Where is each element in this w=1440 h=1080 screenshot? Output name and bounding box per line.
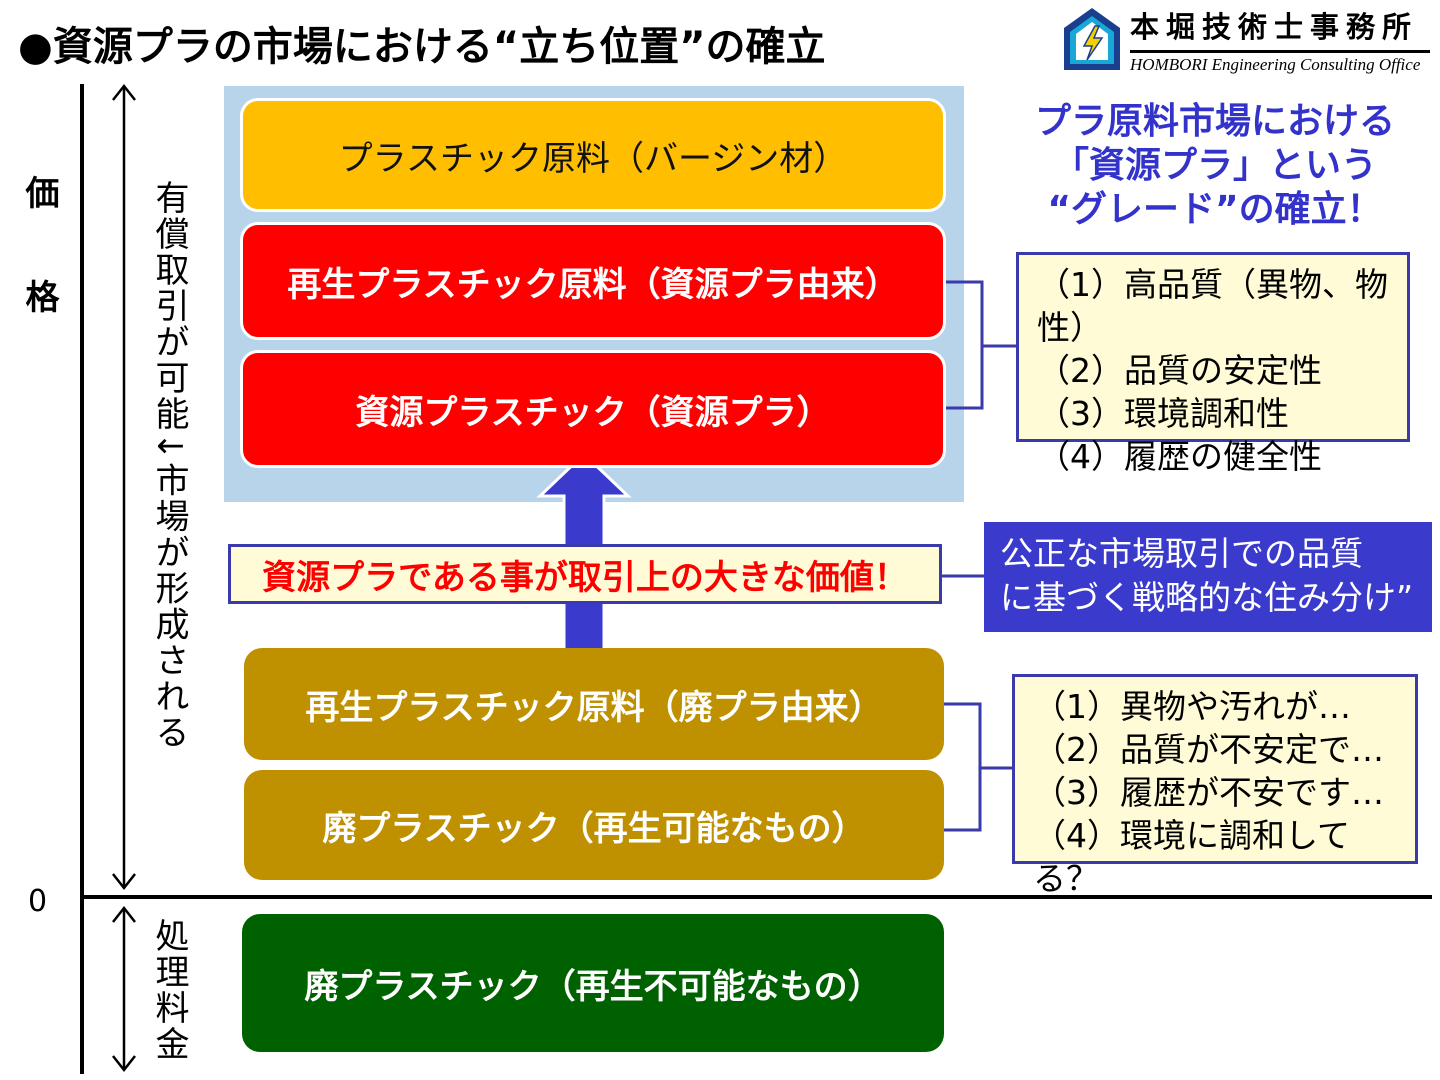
list-item: （3）履歴が不安です…: [1033, 773, 1384, 812]
upper-bracket: [946, 280, 1016, 410]
virgin-material-box: プラスチック原料（バージン材）: [240, 98, 946, 212]
lower-bracket: [944, 702, 1012, 832]
lightning-house-icon: [1062, 6, 1122, 72]
page-title: ●資源プラの市場における“立ち位置”の確立: [18, 24, 826, 70]
logo-name: 本堀技術士事務所: [1130, 10, 1419, 44]
fair-market-line: に基づく戦略的な住み分け”: [1000, 578, 1414, 617]
quality-list-bad: （1）異物や汚れが… （2）品質が不安定で… （3）履歴が不安です… （4）環境…: [1012, 674, 1418, 898]
list-item: （2）品質の安定性: [1037, 351, 1322, 390]
grade-statement: プラ原料市場における 「資源プラ」という “グレード”の確立！: [1000, 100, 1430, 232]
list-item: （1）高品質（異物、物性）: [1037, 265, 1388, 347]
fair-market-box: 公正な市場取引での品質 に基づく戦略的な住み分け”: [984, 522, 1432, 632]
fair-market-line: 公正な市場取引での品質: [1000, 534, 1363, 573]
grade-line: プラ原料市場における: [1034, 101, 1395, 142]
grade-line: 「資源プラ」という: [1052, 145, 1377, 186]
list-item: （1）異物や汚れが…: [1033, 687, 1351, 726]
price-axis-label: 価格: [19, 175, 59, 383]
logo-divider: [1130, 50, 1430, 53]
list-item: （4）環境に調和してる？: [1033, 816, 1351, 898]
lower-range-arrow: [112, 905, 136, 1073]
paid-trade-label: 有償取引が可能↓市場が形成される: [149, 180, 189, 751]
recycled-from-resource-box: 再生プラスチック原料（資源プラ由来）: [240, 222, 946, 340]
resource-plastic-box: 資源プラスチック（資源プラ）: [240, 350, 946, 468]
zero-label: 0: [28, 884, 48, 919]
value-banner: 資源プラである事が取引上の大きな価値！: [228, 544, 942, 604]
upper-range-arrow: [112, 83, 136, 891]
disposal-fee-label: 処理料金: [149, 918, 189, 1062]
list-item: （3）環境調和性: [1037, 394, 1289, 433]
logo-subtitle: HOMBORI Engineering Consulting Office: [1130, 55, 1421, 74]
waste-recyclable-box: 廃プラスチック（再生可能なもの）: [244, 770, 944, 880]
waste-unrecyclable-box: 廃プラスチック（再生不可能なもの）: [242, 914, 944, 1052]
quality-list-good: （1）高品質（異物、物性） （2）品質の安定性 （3）環境調和性 （4）履歴の健…: [1016, 252, 1410, 476]
grade-line: “グレード”の確立！: [1047, 189, 1383, 230]
list-item: （4）履歴の健全性: [1037, 437, 1322, 476]
recycled-from-waste-box: 再生プラスチック原料（廃プラ由来）: [244, 648, 944, 760]
list-item: （2）品質が不安定で…: [1033, 730, 1384, 769]
